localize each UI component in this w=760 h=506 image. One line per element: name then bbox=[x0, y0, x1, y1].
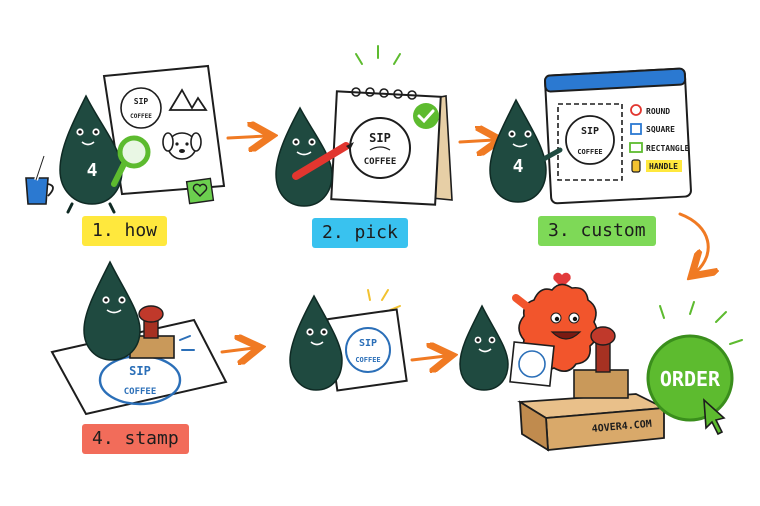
flow-arrow-3 bbox=[678, 212, 708, 272]
step-label-pick: 2. pick bbox=[312, 218, 408, 248]
paper-stamp-bottom-text: COFFEE bbox=[124, 387, 157, 397]
card-stamp-bottom-text: COFFEE bbox=[355, 356, 380, 364]
shape-option-label: SQUARE bbox=[646, 125, 675, 134]
sheet-stamp-bottom-text: COFFEE bbox=[130, 113, 152, 120]
flow-arrow-2 bbox=[458, 140, 494, 142]
mascot-drop: 4 bbox=[489, 98, 563, 203]
sample-sheet: SIP COFFEE bbox=[102, 64, 226, 205]
step-1-scene: SIP COFFEE 4 bbox=[25, 64, 226, 214]
step-5-scene: SIP COFFEE bbox=[289, 289, 408, 392]
flow-arrow-5 bbox=[410, 356, 446, 360]
shape-option-square[interactable]: SQUARE bbox=[630, 123, 675, 135]
mascot-drop bbox=[459, 304, 509, 391]
square-option-icon bbox=[630, 123, 642, 135]
mascot-badge-text: 4 bbox=[87, 160, 98, 181]
paper-stamp-top-text: SIP bbox=[129, 364, 151, 378]
card-stamp-top-text: SIP bbox=[359, 338, 377, 349]
box-website-text: 4OVER4.COM bbox=[591, 419, 652, 435]
shipping-box: 4OVER4.COM bbox=[517, 326, 668, 452]
sparkle-lines bbox=[367, 289, 401, 311]
mascot-badge-text: 4 bbox=[513, 156, 524, 177]
magnifier-icon bbox=[111, 135, 151, 187]
check-icon bbox=[413, 103, 439, 129]
shape-option-label: HANDLE bbox=[649, 162, 678, 171]
notepad: SIP COFFEE bbox=[330, 87, 453, 206]
rubber-stamp-icon bbox=[129, 305, 175, 359]
heart-note-icon bbox=[185, 177, 215, 205]
mountain-icon bbox=[168, 88, 208, 111]
coffee-mug-icon bbox=[25, 155, 54, 205]
step-4-scene: SIP COFFEE bbox=[50, 260, 228, 416]
flow-arrow-1 bbox=[226, 136, 266, 138]
step-label-text: 3. custom bbox=[548, 220, 646, 241]
step-label-text: 4. stamp bbox=[92, 428, 179, 449]
step-3-scene: SIP COFFEE ROUND SQUARE RECTANGLE HANDLE bbox=[489, 67, 692, 205]
handle-option-icon bbox=[631, 159, 641, 173]
shape-option-round[interactable]: ROUND bbox=[630, 104, 670, 116]
flow-arrow-4 bbox=[220, 348, 254, 352]
mascot-drop: 4 bbox=[59, 94, 123, 214]
step-label-text: 2. pick bbox=[322, 222, 398, 243]
step-label-text: 1. how bbox=[92, 220, 158, 241]
editor-stamp-bottom-text: COFFEE bbox=[577, 148, 602, 156]
order-button-label: ORDER bbox=[660, 367, 721, 391]
shape-option-label: ROUND bbox=[646, 107, 670, 116]
mascot-drop bbox=[83, 260, 141, 361]
dog-icon bbox=[162, 132, 202, 160]
step-2-scene: SIP COFFEE bbox=[275, 45, 453, 207]
order-button[interactable]: ORDER bbox=[646, 301, 743, 422]
shape-option-handle[interactable]: HANDLE bbox=[631, 159, 682, 173]
step-6-scene: 4OVER4.COM ORDER bbox=[459, 272, 743, 452]
pad-stamp-bottom-text: COFFEE bbox=[364, 157, 397, 167]
cursor-icon bbox=[703, 398, 726, 436]
round-option-icon bbox=[630, 104, 642, 116]
editor-stamp-top-text: SIP bbox=[581, 126, 599, 137]
sheet-stamp-top-text: SIP bbox=[134, 97, 149, 106]
shape-option-rectangle[interactable]: RECTANGLE bbox=[629, 142, 690, 153]
rectangle-option-icon bbox=[629, 142, 643, 153]
mascot-drop bbox=[289, 294, 343, 391]
step-label-stamp: 4. stamp bbox=[82, 424, 189, 454]
heart-icon bbox=[553, 272, 571, 288]
sparkle-lines bbox=[355, 45, 401, 65]
crayon-icon bbox=[292, 142, 354, 180]
step-label-how: 1. how bbox=[82, 216, 168, 246]
pad-stamp-top-text: SIP bbox=[369, 131, 391, 145]
small-card bbox=[509, 341, 555, 387]
shape-option-label: RECTANGLE bbox=[646, 144, 690, 153]
step-label-custom: 3. custom bbox=[538, 216, 656, 246]
editor-window: SIP COFFEE ROUND SQUARE RECTANGLE HANDLE bbox=[544, 67, 692, 205]
